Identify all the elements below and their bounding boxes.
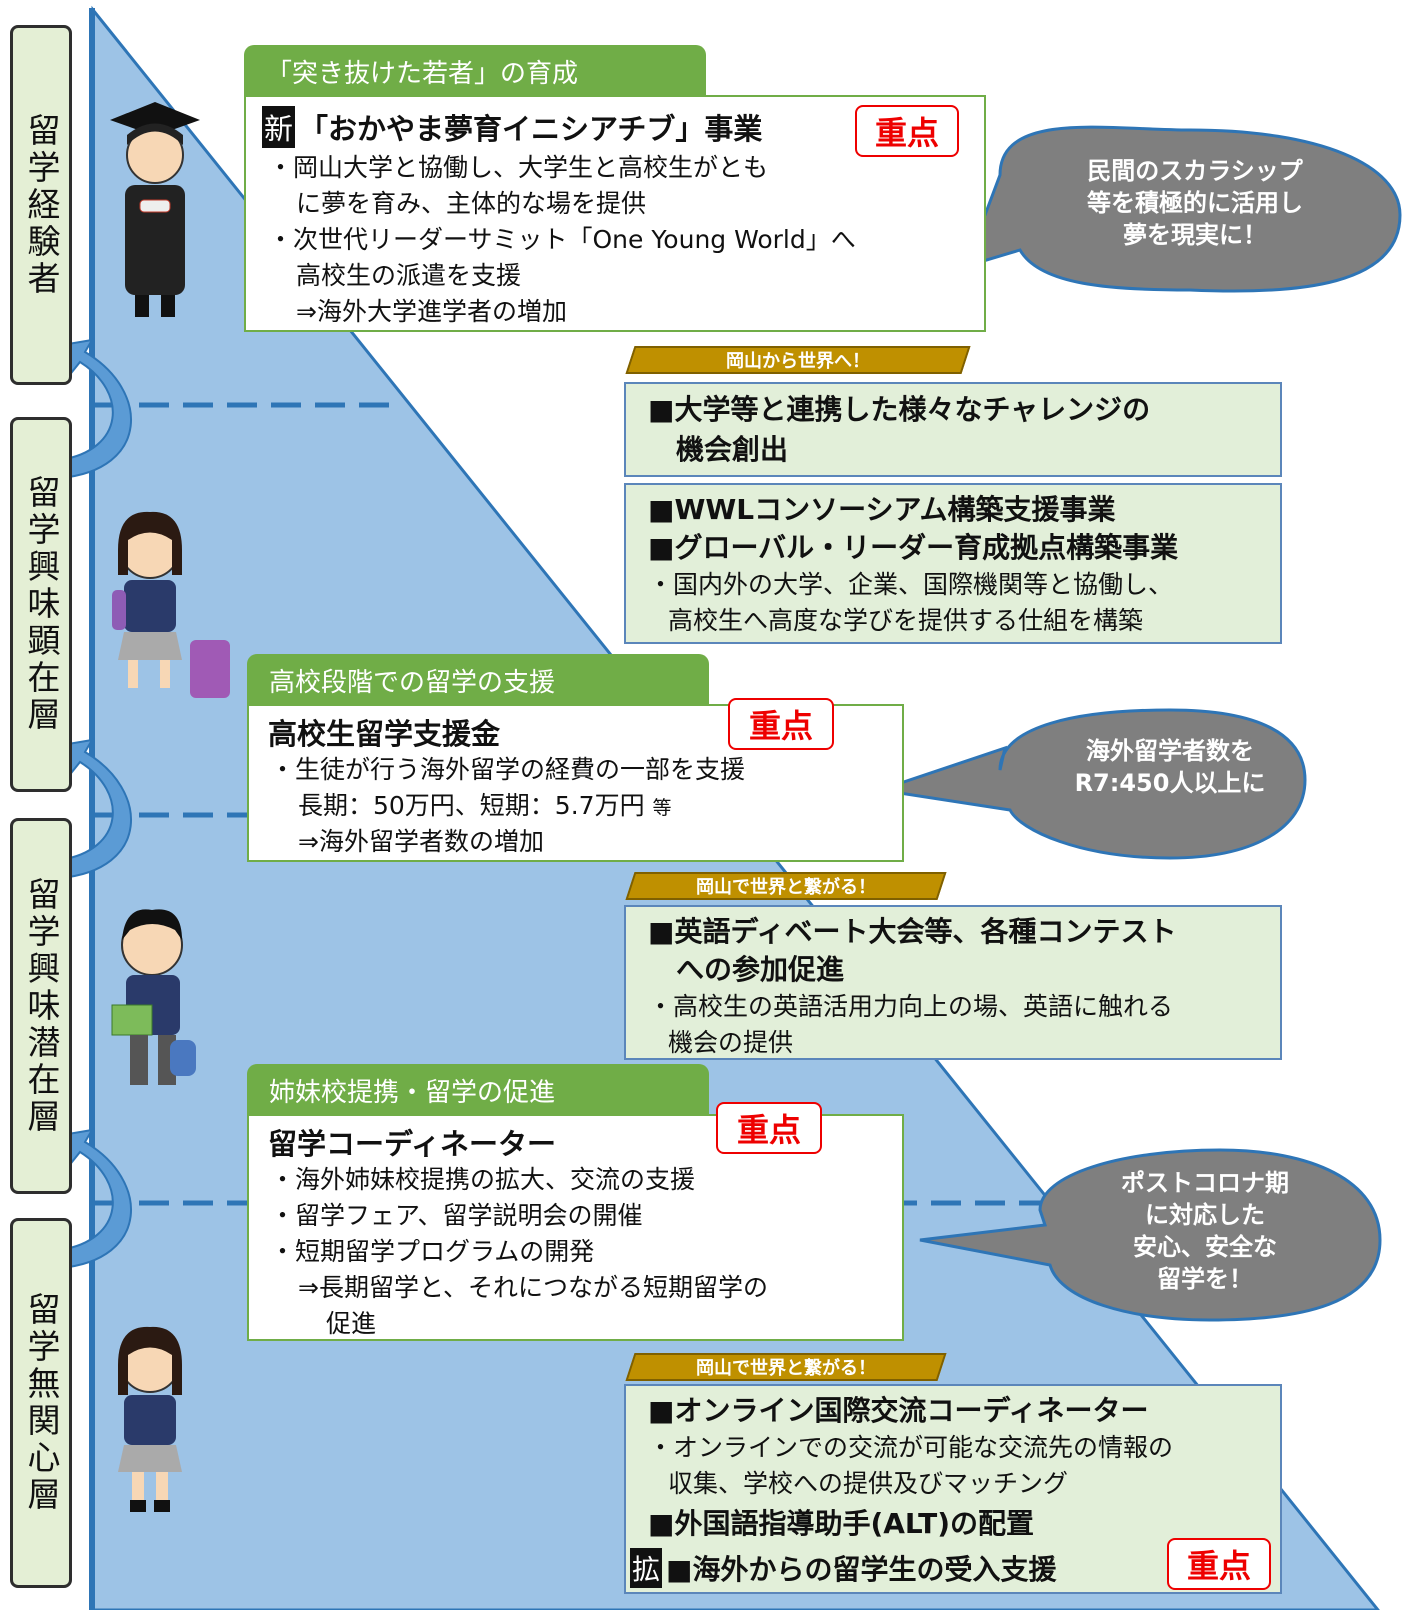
box-line: ■外国語指導助手(ALT)の配置 — [648, 1507, 1035, 1540]
tier-label-uninterested: 留学無関心層 — [10, 1218, 72, 1588]
box-line: への参加促進 — [676, 953, 845, 986]
girl-standing-figure — [118, 1326, 182, 1512]
bubble-shape-3 — [919, 1148, 1382, 1322]
box-line: ■WWLコンソーシアム構築支援事業 — [648, 493, 1116, 526]
bubble-scholarship: 民間のスカラシップ 等を積極的に活用し 夢を現実に！ — [1040, 155, 1350, 251]
section-1-title: 「おかやま夢育イニシアチブ」事業 — [299, 112, 763, 146]
bubble-line: 等を積極的に活用し — [1087, 189, 1303, 217]
box-line: ・オンラインでの交流が可能な交流先の情報の — [648, 1433, 1174, 1462]
section-3-line: ・海外姉妹校提携の拡大、交流の支援 — [270, 1165, 696, 1194]
girl-with-suitcase-figure — [112, 511, 230, 698]
priority-badge-4: 重点 — [1167, 1538, 1271, 1590]
boy-with-book-figure — [111, 909, 196, 1085]
section-3-tab: 姉妹校提携・留学の促進 — [247, 1064, 709, 1116]
tier-label-interested-latent: 留学興味潜在層 — [10, 818, 72, 1194]
tier-label-text: 留学興味顕在層 — [22, 475, 61, 734]
bubble-line: 安心、安全な — [1133, 1233, 1277, 1261]
box-line: ■大学等と連携した様々なチャレンジの — [648, 393, 1151, 426]
section-1-line: 高校生の派遣を支援 — [296, 261, 522, 290]
bubble-post-corona: ポストコロナ期 に対応した 安心、安全な 留学を！ — [1080, 1167, 1330, 1295]
section-1-line: に夢を育み、主体的な場を提供 — [296, 189, 647, 218]
box-line: ■英語ディベート大会等、各種コンテスト — [648, 915, 1177, 948]
graduate-figure — [110, 102, 200, 317]
bubble-line: に対応した — [1145, 1201, 1265, 1229]
section-2-line: ⇒海外留学者数の増加 — [298, 827, 544, 856]
box-english-debate: ■英語ディベート大会等、各種コンテスト への参加促進 ・高校生の英語活用力向上の… — [624, 905, 1282, 1060]
section-3-line: ・留学フェア、留学説明会の開催 — [270, 1201, 643, 1230]
box-line: 機会の提供 — [668, 1028, 794, 1057]
section-2-tab: 高校段階での留学の支援 — [247, 654, 709, 706]
banner-text: 岡山で世界と繋がる！ — [696, 877, 876, 898]
banner-okayama-to-world: 岡山から世界へ！ — [625, 346, 971, 374]
banner-connect-world-2: 岡山で世界と繋がる！ — [625, 1353, 947, 1381]
box-line: 収集、学校への提供及びマッチング — [668, 1469, 1069, 1498]
tier-arrows — [59, 338, 132, 1270]
bubble-line: 民間のスカラシップ — [1087, 157, 1303, 185]
section-1-line: ・岡山大学と協働し、大学生と高校生がとも — [268, 153, 769, 182]
section-3-line: ・短期留学プログラムの開発 — [270, 1237, 595, 1266]
bubble-line: 留学を！ — [1157, 1265, 1253, 1293]
bubble-overseas-target: 海外留学者数を R7:450人以上に — [1040, 735, 1300, 799]
box-line: ■オンライン国際交流コーディネーター — [648, 1394, 1149, 1427]
tier-label-text: 留学経験者 — [22, 112, 61, 298]
bubble-shape-1 — [879, 125, 1402, 294]
section-1-title-row: 新「おかやま夢育イニシアチブ」事業 — [262, 106, 762, 148]
section-2-line: ・生徒が行う海外留学の経費の一部を支援 — [270, 755, 746, 784]
box-d-last-row: 拡■海外からの留学生の受入支援 — [630, 1548, 1056, 1588]
tier-label-text: 留学無関心層 — [22, 1292, 61, 1514]
bubble-line: ポストコロナ期 — [1121, 1169, 1289, 1197]
section-1-tab: 「突き抜けた若者」の育成 — [244, 45, 706, 97]
section-2-title: 高校生留学支援金 — [268, 717, 501, 751]
priority-badge-1: 重点 — [855, 105, 959, 157]
section-2-amount: 長期：50万円、短期：5.7万円 — [298, 791, 645, 820]
new-mark: 新 — [262, 106, 296, 148]
box-wwl-consortium: ■WWLコンソーシアム構築支援事業 ■グローバル・リーダー育成拠点構築事業 ・国… — [624, 483, 1282, 644]
priority-badge-3: 重点 — [716, 1102, 822, 1154]
box-line: ・高校生の英語活用力向上の場、英語に触れる — [648, 992, 1174, 1021]
bubble-shape-2 — [879, 708, 1307, 860]
section-3-line: ⇒長期留学と、それにつながる短期留学の — [298, 1273, 768, 1302]
bubble-line: 夢を現実に！ — [1123, 221, 1267, 249]
section-1-line: ⇒海外大学進学者の増加 — [296, 297, 567, 326]
box-line: ・国内外の大学、企業、国際機関等と協働し、 — [648, 570, 1174, 599]
tier-label-text: 留学興味潜在層 — [22, 876, 61, 1136]
bubble-line: 海外留学者数を — [1086, 737, 1254, 765]
box-line: ■海外からの留学生の受入支援 — [666, 1553, 1057, 1586]
box-line: ■グローバル・リーダー育成拠点構築事業 — [648, 531, 1179, 564]
box-university-challenge: ■大学等と連携した様々なチャレンジの 機会創出 — [624, 382, 1282, 477]
priority-badge-2: 重点 — [728, 698, 834, 750]
banner-text: 岡山で世界と繋がる！ — [696, 1358, 876, 1379]
section-1-line: ・次世代リーダーサミット「One Young World」へ — [268, 225, 856, 254]
banner-text: 岡山から世界へ！ — [726, 351, 870, 372]
banner-connect-world-1: 岡山で世界と繋がる！ — [625, 872, 947, 900]
bubble-line: R7:450人以上に — [1074, 769, 1266, 797]
tier-label-interested-manifest: 留学興味顕在層 — [10, 417, 72, 792]
section-3-line: 促進 — [326, 1309, 377, 1338]
box-line: 機会創出 — [676, 433, 789, 466]
section-3-title: 留学コーディネーター — [268, 1127, 556, 1161]
box-line: 高校生へ高度な学びを提供する仕組を構築 — [668, 606, 1144, 635]
tier-label-experienced: 留学経験者 — [10, 25, 72, 385]
expansion-mark: 拡 — [630, 1548, 663, 1588]
section-2-line-row: 長期：50万円、短期：5.7万円 等 — [298, 786, 672, 822]
section-2-etc: 等 — [652, 797, 672, 819]
